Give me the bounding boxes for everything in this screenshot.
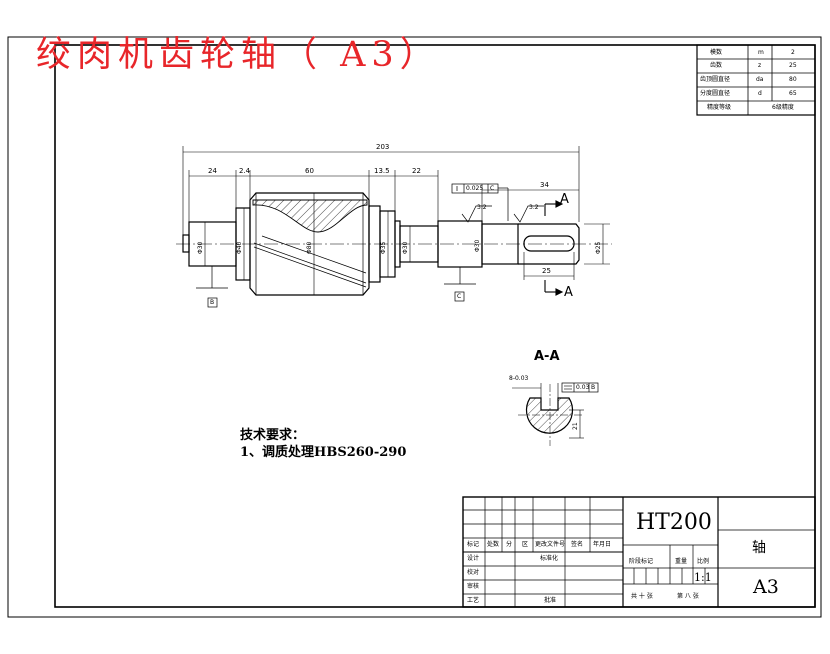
param-symbol: d xyxy=(758,90,762,97)
dia-gear: Φ80 xyxy=(306,241,313,254)
datum-b-label: B xyxy=(210,299,215,306)
param-symbol: m xyxy=(758,49,764,56)
param-value: 80 xyxy=(789,76,797,83)
keyway-tolerance: 8-0.03 xyxy=(509,375,529,382)
param-value: 65 xyxy=(789,90,797,97)
tb-row-label: 工艺 xyxy=(467,597,480,604)
sheet-size: A3 xyxy=(753,576,779,598)
tolerance-value: 0.025 xyxy=(466,185,484,192)
tb-stage: 阶段标记 xyxy=(629,558,654,565)
param-value: 25 xyxy=(789,62,797,69)
dim-34: 34 xyxy=(540,181,549,189)
param-value: 6级精度 xyxy=(772,104,794,111)
scale-value: 1:1 xyxy=(694,571,712,584)
dia-end: Φ25 xyxy=(595,241,602,254)
param-name: 齿数 xyxy=(710,62,723,69)
section-arrow-label-top: A xyxy=(560,192,569,207)
title-block xyxy=(462,496,816,608)
diameter-dims xyxy=(204,193,610,295)
section-view-aa xyxy=(512,382,599,446)
section-cut-markers xyxy=(544,200,564,296)
material: HT200 xyxy=(636,510,712,535)
tb-header: 分 xyxy=(506,541,513,548)
tb-header: 签名 xyxy=(571,541,584,548)
drawing-title: 绞肉机齿轮轴（ A3） xyxy=(36,35,441,75)
param-symbol: z xyxy=(758,62,762,69)
tolerance-datum: C xyxy=(490,185,495,192)
dim-overall: 203 xyxy=(376,143,390,151)
length-dims xyxy=(182,146,580,280)
dim-2-4: 2.4 xyxy=(239,167,251,175)
tb-sheet-total: 共 十 张 xyxy=(631,593,653,600)
dim-25: 25 xyxy=(542,267,551,275)
section-frame-tolerance: 0.03 xyxy=(576,384,590,391)
param-name: 精度等级 xyxy=(707,104,732,111)
section-frame-datum: B xyxy=(591,384,596,391)
param-name: 齿顶圆直径 xyxy=(700,76,731,83)
roughness-marks xyxy=(461,205,544,223)
datum-markers xyxy=(196,266,476,308)
dim-24: 24 xyxy=(208,167,217,175)
datum-c-label: C xyxy=(457,293,462,300)
roughness-value: 3.2 xyxy=(477,204,487,211)
tb-scale-label: 比例 xyxy=(697,558,710,565)
tb-weight: 重量 xyxy=(675,558,688,565)
dia-shoulder: Φ40 xyxy=(236,241,243,254)
tb-row-label: 设计 xyxy=(467,555,480,562)
param-value: 2 xyxy=(791,49,795,56)
dia-left: Φ30 xyxy=(197,241,204,254)
dim-60: 60 xyxy=(305,167,314,175)
tb-row-label: 批准 xyxy=(544,597,557,604)
tb-header: 标记 xyxy=(467,541,480,548)
outer-border xyxy=(7,36,822,618)
roughness-value: 3.2 xyxy=(529,204,539,211)
tb-header: 处数 xyxy=(487,541,500,548)
inner-border xyxy=(54,44,816,608)
param-name: 分度圆直径 xyxy=(700,90,731,97)
tb-header: 区 xyxy=(522,541,529,548)
tb-sheet-number: 第 八 张 xyxy=(677,593,699,600)
section-depth: 21 xyxy=(572,422,579,430)
part-name: 轴 xyxy=(752,540,766,556)
tb-header: 更改文件号 xyxy=(535,541,566,548)
dia-right-small: Φ30 xyxy=(402,241,409,254)
section-arrow-label-bottom: A xyxy=(564,285,573,300)
tolerance-frame xyxy=(451,183,509,221)
tb-header: 年月日 xyxy=(593,541,612,548)
dim-22: 22 xyxy=(412,167,421,175)
dia-mid: Φ35 xyxy=(380,241,387,254)
tb-row-label: 标准化 xyxy=(540,555,559,562)
tech-heading: 技术要求： xyxy=(240,428,306,443)
dim-13-5: 13.5 xyxy=(374,167,390,175)
param-table xyxy=(696,44,816,116)
section-view-label: A-A xyxy=(534,349,560,364)
gear-section-hatch xyxy=(252,199,368,233)
param-symbol: da xyxy=(756,76,764,83)
tb-row-label: 审核 xyxy=(467,583,480,590)
tech-item-1: 1、调质处理HBS260-290 xyxy=(240,445,407,460)
dia-step: Φ30 xyxy=(474,239,481,252)
param-name: 模数 xyxy=(710,49,723,56)
tb-row-label: 校对 xyxy=(467,569,480,576)
